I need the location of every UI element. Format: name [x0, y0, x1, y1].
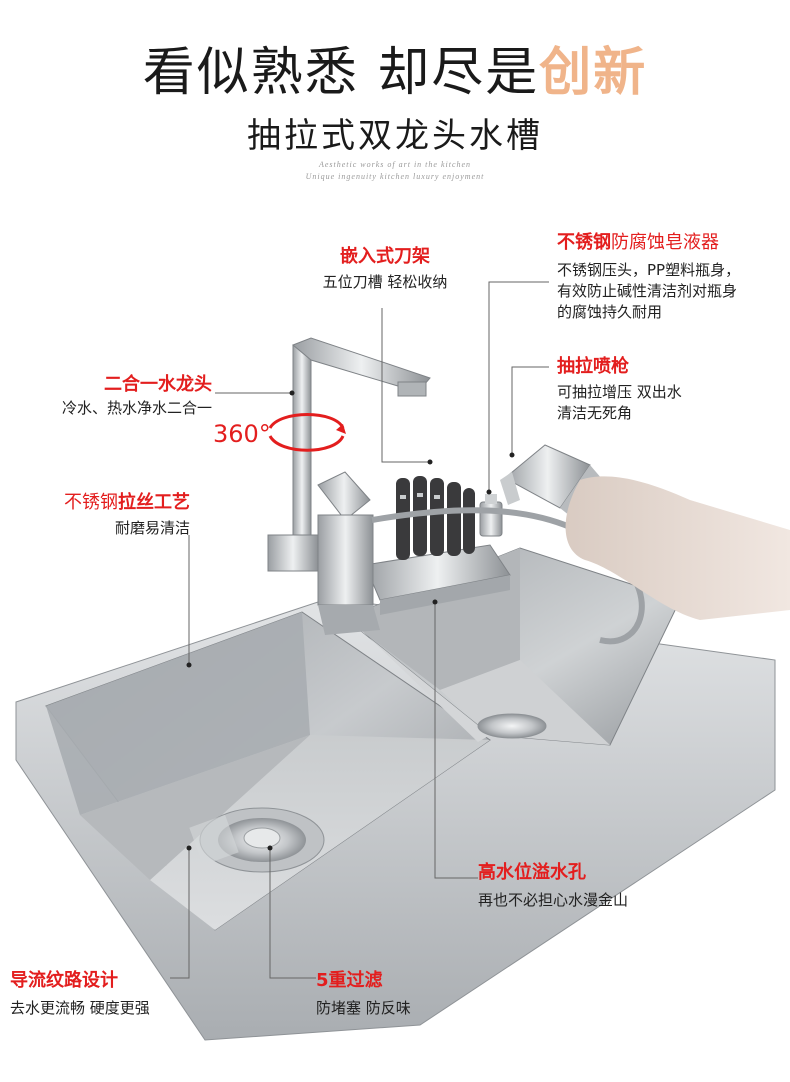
subheadline: 抽拉式双龙头水槽 [247, 116, 543, 156]
faucet [267, 337, 431, 635]
callout-sprayer: 抽拉喷枪 可抽拉增压 双出水 清洁无死角 [557, 352, 757, 424]
drainage-desc: 去水更流畅 硬度更强 [10, 999, 150, 1017]
callout-brushed-finish: 不锈钢拉丝工艺 耐磨易清洁 [0, 488, 190, 539]
callout-knife-rack: 嵌入式刀架 五位刀槽 轻松收纳 [300, 242, 470, 293]
callout-lines [170, 281, 549, 979]
rotation-arc [268, 413, 346, 452]
overflow-desc: 再也不必担心水漫金山 [478, 891, 629, 909]
sprayer-desc-2: 清洁无死角 [557, 404, 633, 422]
soap-desc-1: 不锈钢压头，PP塑料瓶身， [557, 261, 741, 279]
knife-rack-title: 嵌入式刀架 [340, 246, 430, 267]
soap-desc-3: 的腐蚀持久耐用 [557, 303, 663, 321]
callout-filter: 5重过滤 防堵塞 防反味 [316, 966, 476, 1019]
headline-accent: 创新 [539, 43, 648, 103]
right-drain [477, 713, 547, 739]
brushed-desc: 耐磨易清洁 [114, 519, 190, 537]
sink-body [15, 547, 776, 1041]
headline-main: 看似熟悉 却尽是 [142, 43, 540, 103]
brushed-title-red: 不锈钢 [64, 492, 118, 513]
sprayer-title: 抽拉喷枪 [557, 356, 629, 377]
knife-rack-desc: 五位刀槽 轻松收纳 [322, 273, 448, 291]
tagline-line-2: Unique ingenuity kitchen luxury enjoymen… [305, 172, 485, 181]
faucet-desc: 冷水、热水净水二合一 [61, 399, 212, 417]
sprayer-desc-1: 可抽拉增压 双出水 [557, 383, 682, 401]
callout-overflow: 高水位溢水孔 再也不必担心水漫金山 [478, 858, 698, 911]
knife-rack [364, 476, 511, 615]
callout-faucet: 二合一水龙头 冷水、热水净水二合一 [0, 370, 212, 419]
callout-dots [186, 390, 515, 851]
overflow-title: 高水位溢水孔 [478, 862, 586, 883]
tagline-line-1: Aesthetic works of art in the kitchen [318, 160, 472, 169]
callout-soap-dispenser: 不锈钢防腐蚀皂液器 不锈钢压头，PP塑料瓶身， 有效防止碱性清洁剂对瓶身 的腐蚀… [557, 228, 782, 323]
drainage-title: 导流纹路设计 [10, 970, 118, 991]
soap-title-rest: 防腐蚀皂液器 [611, 232, 719, 253]
soap-title-red: 不锈钢 [557, 232, 611, 253]
hand [565, 476, 790, 620]
faucet-title: 二合一水龙头 [104, 374, 212, 395]
headline: 看似熟悉 却尽是创新 [0, 30, 790, 105]
soap-desc-2: 有效防止碱性清洁剂对瓶身 [557, 282, 738, 300]
brushed-title-rest: 拉丝工艺 [118, 492, 190, 513]
filter-title: 5重过滤 [316, 970, 383, 991]
soap-dispenser [479, 494, 503, 537]
filter-desc: 防堵塞 防反味 [316, 999, 411, 1017]
callout-drainage: 导流纹路设计 去水更流畅 硬度更强 [10, 966, 190, 1019]
left-drain [189, 807, 325, 873]
rotation-label: 360° [213, 420, 271, 448]
